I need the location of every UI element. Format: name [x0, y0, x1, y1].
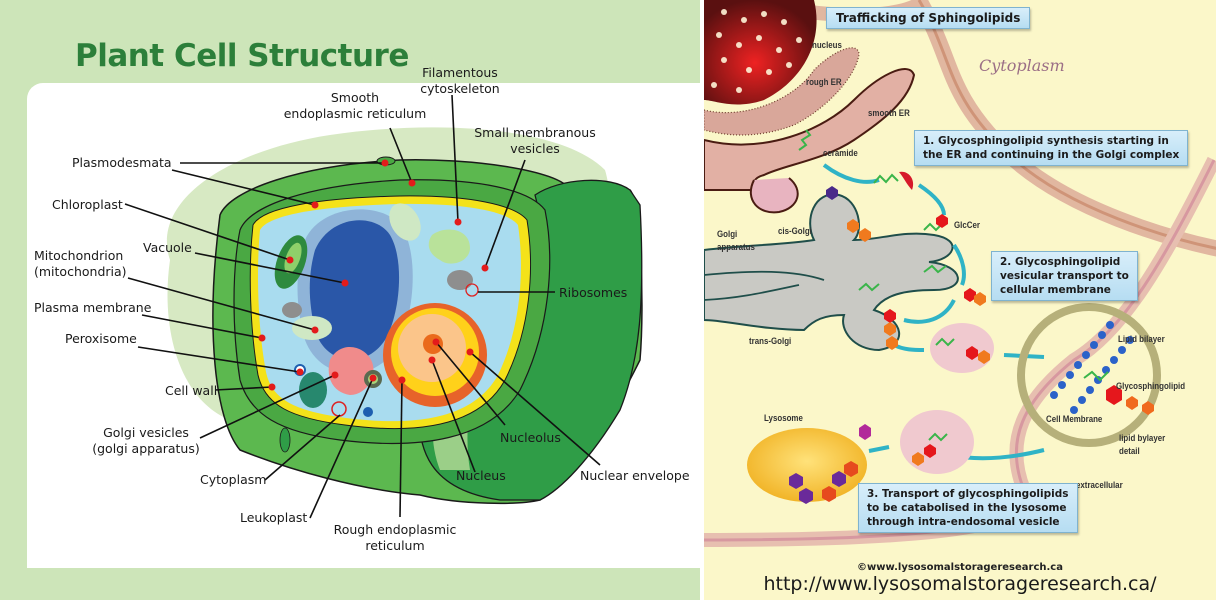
label-line: (mitochondria)	[34, 264, 127, 279]
label-cis-golgi: cis-Golgi	[778, 226, 812, 236]
label-plasmodesmata: Plasmodesmata	[72, 155, 172, 170]
label-smooth-er: Smooth endoplasmic reticulum	[270, 90, 440, 122]
label-filamentous-cytoskeleton: Filamentous cytoskeleton	[405, 65, 515, 97]
lipid-bilayer-detail	[1017, 303, 1161, 447]
label-ceramide: ceramide	[823, 148, 858, 158]
label-glccer: GlcCer	[954, 220, 980, 230]
nucleolus	[423, 334, 443, 354]
label-smooth-er: smooth ER	[868, 108, 910, 118]
golgi	[328, 347, 374, 395]
label-line: Rough endoplasmic	[333, 522, 457, 537]
source-url[interactable]: http://www.lysosomalstorageresearch.ca/	[763, 573, 1157, 595]
rough-er	[704, 47, 860, 136]
label-nucleolus: Nucleolus	[500, 430, 561, 445]
label-line: cytoskeleton	[420, 81, 500, 96]
label-lipid-bilayer: Lipid bilayer	[1118, 334, 1165, 344]
step-line: cellular membrane	[1000, 284, 1111, 296]
label-leukoplast: Leukoplast	[240, 510, 308, 525]
label-line: Smooth	[330, 90, 380, 105]
cytoplasm-label: Cytoplasm	[979, 56, 1065, 75]
label-markers	[258, 159, 489, 391]
label-golgi-vesicles: Golgi vesicles (golgi apparatus)	[92, 425, 200, 457]
label-line: lipid bylayer	[1119, 433, 1166, 443]
label-line: Small membranous	[474, 125, 596, 140]
label-nucleus: nucleus	[812, 40, 842, 50]
label-cytoplasm: Cytoplasm	[200, 472, 267, 487]
step-line: 3. Transport of glycosphingolipids	[867, 488, 1069, 500]
mitochondrion	[292, 316, 332, 340]
label-nucleus: Nucleus	[456, 468, 506, 483]
leader-lines	[124, 94, 601, 519]
label-rough-er: rough ER	[806, 77, 842, 87]
plant-cell-illustration	[124, 94, 643, 519]
label-line: vesicles	[510, 141, 560, 156]
label-lysosome: Lysosome	[764, 413, 803, 423]
panel-title: Trafficking of Sphingolipids	[826, 7, 1031, 29]
label-nuclear-envelope: Nuclear envelope	[580, 468, 690, 483]
sphingolipid-panel: Trafficking of Sphingolipids Cytoplasm n…	[704, 0, 1216, 600]
label-mitochondrion: Mitochondrion (mitochondria)	[34, 248, 127, 280]
label-small-vesicles: Small membranous vesicles	[470, 125, 600, 157]
step-line: vesicular transport to	[1000, 270, 1129, 282]
transport-vesicle	[930, 323, 994, 373]
label-line: detail	[1119, 446, 1140, 456]
copyright-notice: ©www.lysosomalstorageresearch.ca	[857, 562, 1063, 573]
nucleus	[704, 0, 817, 105]
label-line: reticulum	[365, 538, 425, 553]
label-line: Filamentous	[422, 65, 498, 80]
label-glycosphingolipid: Glycosphingolipid	[1116, 381, 1186, 391]
label-line: Golgi	[717, 229, 738, 239]
label-vacuole: Vacuole	[143, 240, 192, 255]
label-line: apparatus	[717, 242, 755, 252]
step-line: the ER and continuing in the Golgi compl…	[923, 149, 1180, 161]
label-line: endoplasmic reticulum	[283, 106, 427, 121]
step-1-box: 1. Glycosphingolipid synthesis starting …	[914, 130, 1189, 166]
endosomal-vesicle	[900, 410, 974, 474]
label-lipid-detail: lipid bylayer detail	[1119, 432, 1165, 458]
glycosphingolipid-molecules	[798, 129, 1109, 442]
label-chloroplast: Chloroplast	[52, 197, 123, 212]
label-rough-er: Rough endoplasmic reticulum	[330, 522, 460, 554]
label-ribosomes: Ribosomes	[559, 285, 628, 300]
label-plasma-membrane: Plasma membrane	[34, 300, 152, 315]
label-golgi-apparatus: Golgi apparatus	[717, 228, 755, 254]
label-trans-golgi: trans-Golgi	[749, 336, 792, 346]
lipid-heads	[1050, 321, 1134, 414]
plant-cell-panel: Plant Cell Structure	[0, 0, 700, 600]
label-line: Mitochondrion	[34, 248, 124, 263]
step-3-box: 3. Transport of glycosphingolipids to be…	[858, 483, 1078, 533]
label-line: Golgi vesicles	[103, 425, 189, 440]
vacuole	[309, 220, 400, 360]
trafficking-illustration	[704, 0, 1216, 547]
label-extracellular: extracellular	[1076, 480, 1123, 490]
step-line: 1. Glycosphingolipid synthesis starting …	[923, 135, 1169, 147]
plant-cell-title: Plant Cell Structure	[75, 38, 409, 74]
step-line: through intra-endosomal vesicle	[867, 516, 1060, 528]
step-line: 2. Glycosphingolipid	[1000, 256, 1121, 268]
step-line: to be catabolised in the lysosome	[867, 502, 1067, 514]
label-cell-membrane: Cell Membrane	[1046, 414, 1103, 424]
step-2-box: 2. Glycosphingolipid vesicular transport…	[991, 251, 1138, 301]
label-cell-wall: Cell wall	[165, 383, 218, 398]
label-peroxisome: Peroxisome	[65, 331, 137, 346]
label-line: (golgi apparatus)	[92, 441, 200, 456]
